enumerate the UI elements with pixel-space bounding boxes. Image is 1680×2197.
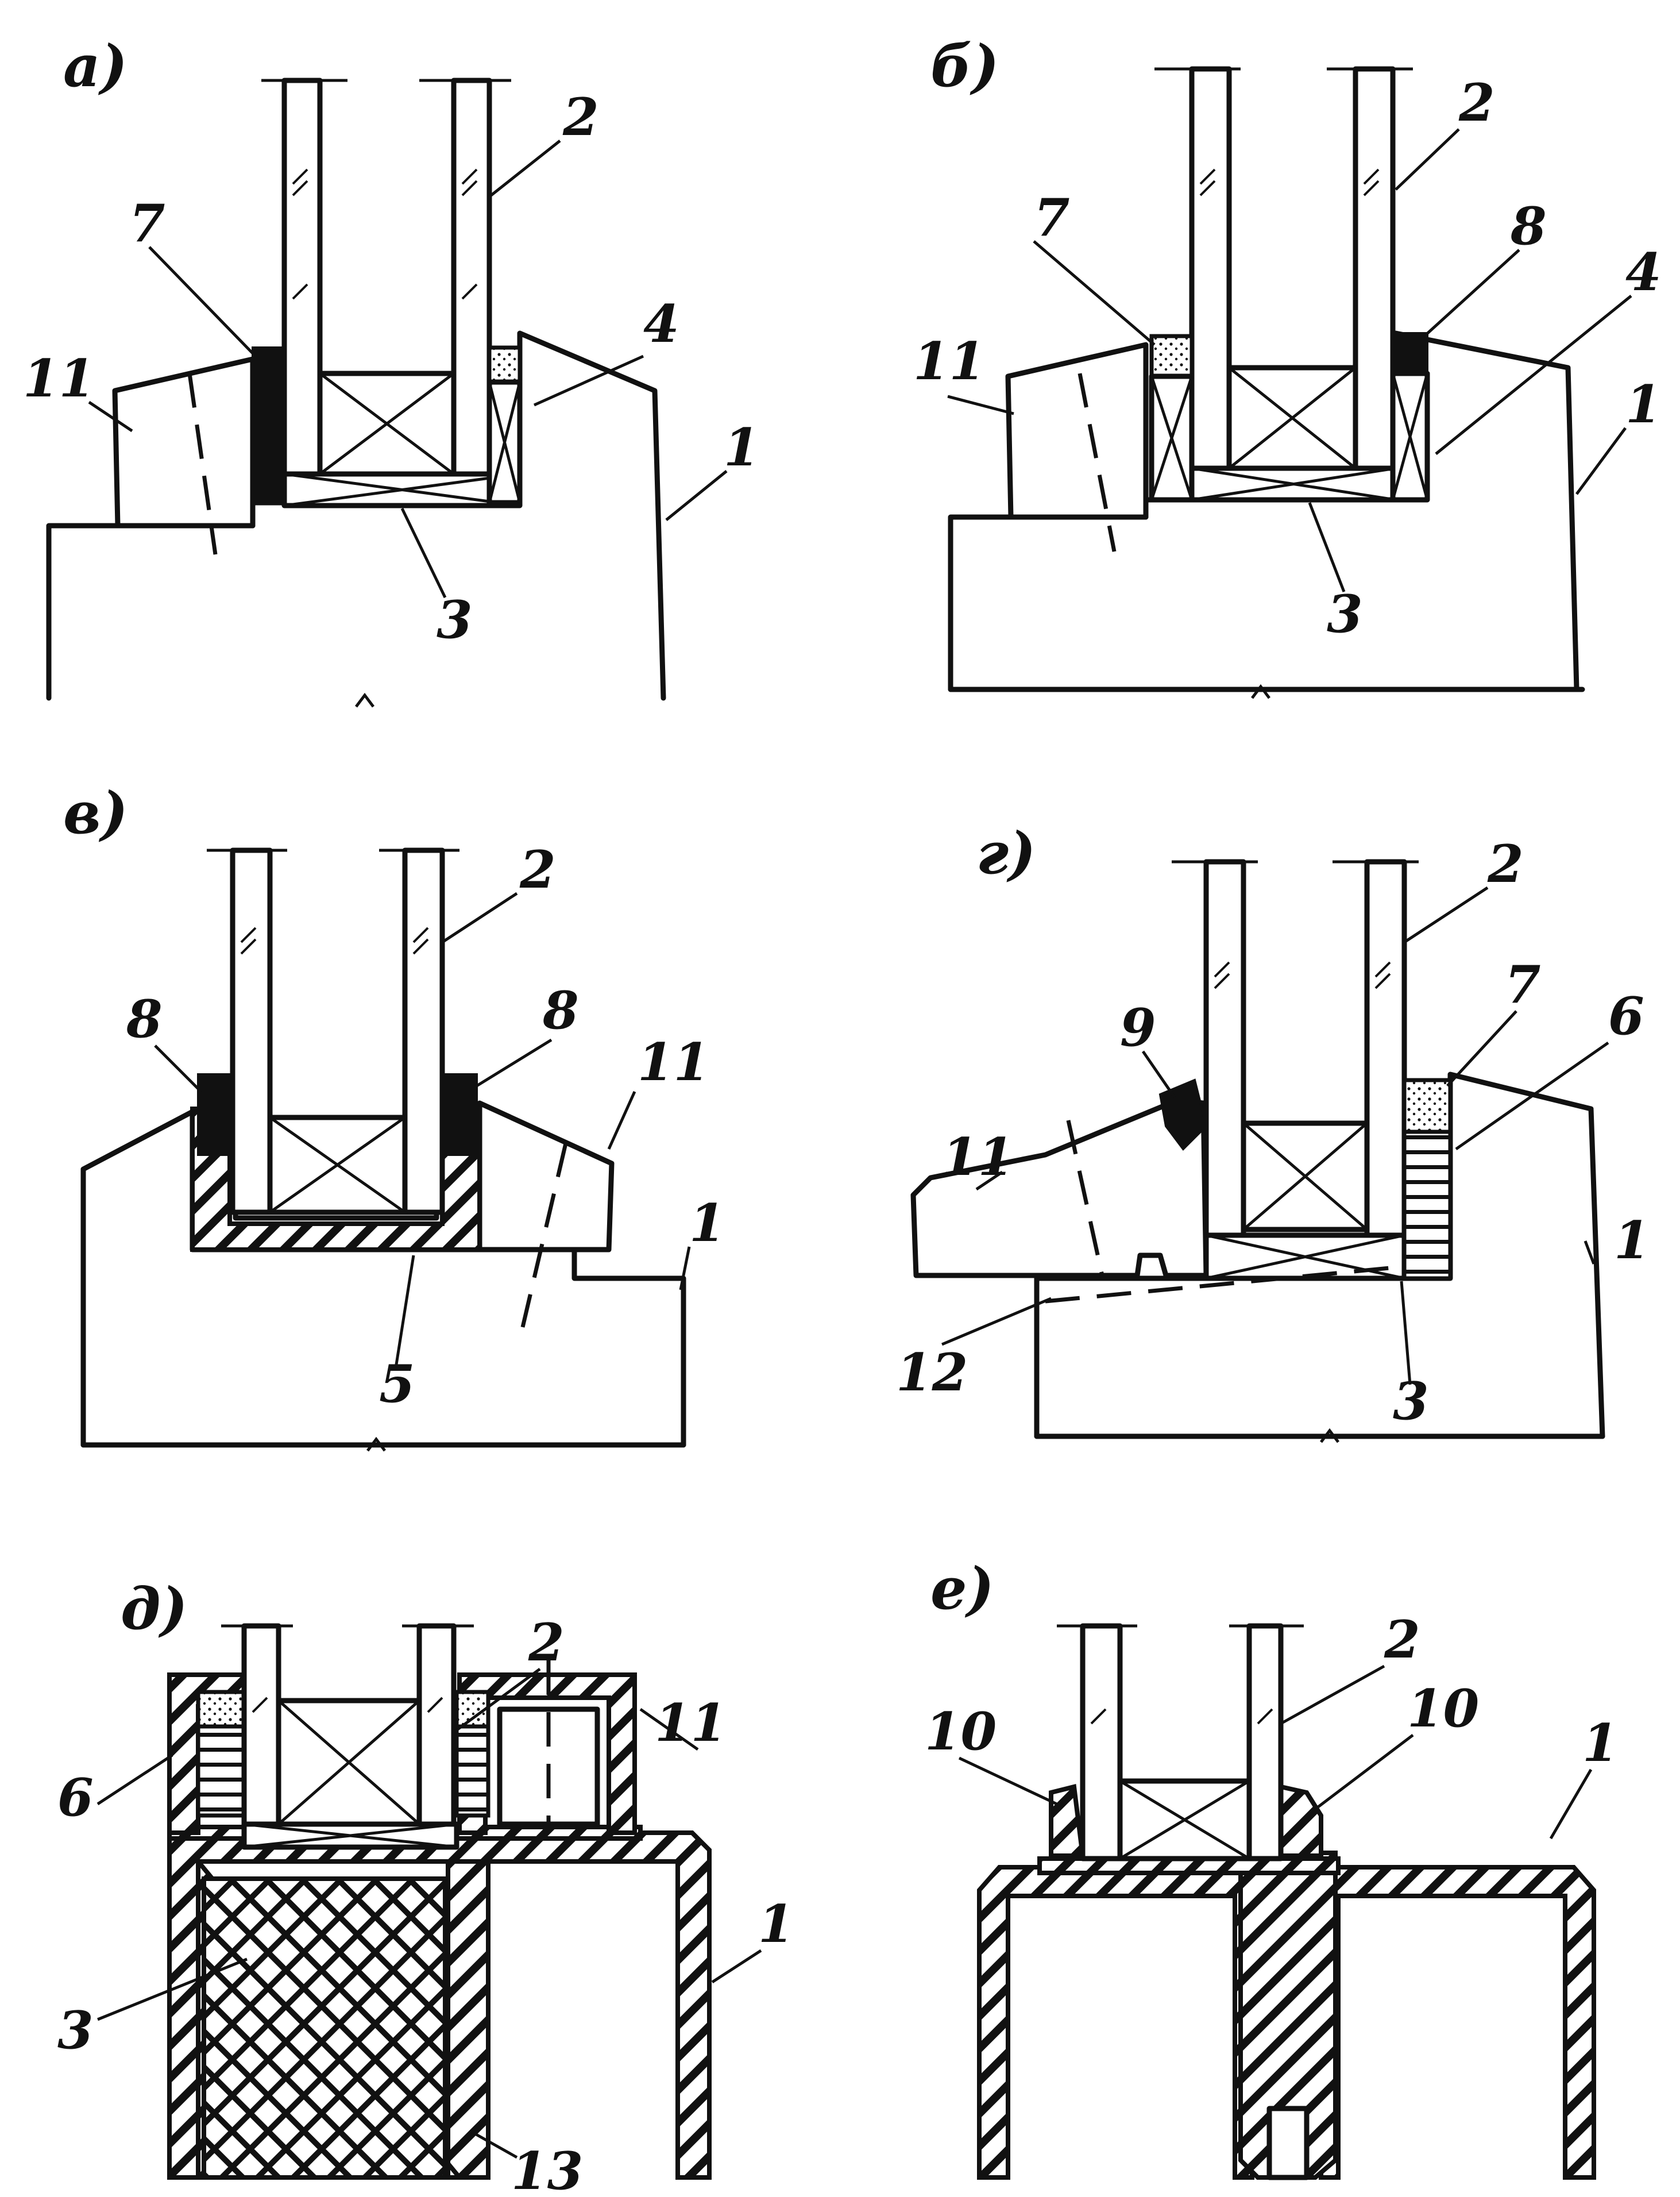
- callout-13: 13: [511, 2141, 583, 2197]
- sealant-8: [1392, 332, 1428, 375]
- panel-d-letter: д): [121, 1575, 188, 1643]
- ribbed-gasket-6: [1402, 1130, 1453, 1281]
- gasket-10-left: [1049, 1784, 1086, 1858]
- callout-8-left: 8: [126, 989, 163, 1050]
- panel-a-letter: а): [63, 32, 128, 100]
- insulation-core-13: [202, 1876, 447, 2180]
- panel-g-letter: г): [976, 819, 1036, 887]
- callout-8: 8: [1510, 196, 1547, 257]
- ribbed-gasket-6: [196, 1724, 246, 1818]
- sealant-8-right: [438, 1073, 478, 1156]
- panel-v-letter: в): [63, 779, 128, 847]
- glass-pane-outer: [416, 1623, 457, 1827]
- panel-e-letter: е): [930, 1555, 994, 1622]
- callout-3: 3: [1393, 1371, 1429, 1432]
- glazing-bead: [112, 356, 256, 529]
- callout-1: 1: [689, 1193, 725, 1254]
- frame-profile-1: [977, 1865, 1596, 2180]
- glass-pane-inner: [1080, 1623, 1123, 1861]
- glass-pane-inner: [230, 847, 273, 1215]
- sealant-7: [1402, 1078, 1453, 1134]
- callout-2: 2: [519, 839, 556, 900]
- panel-e: е) 10 10 1 2: [925, 1555, 1619, 2180]
- callout-7: 7: [1505, 954, 1541, 1015]
- glass-pane-outer: [1246, 1623, 1284, 1861]
- callout-2: 2: [528, 1612, 565, 1673]
- callout-8-right: 8: [542, 980, 579, 1041]
- callout-4: 4: [1625, 242, 1662, 303]
- callout-2: 2: [1384, 1609, 1420, 1670]
- glass-pane-outer: [402, 847, 445, 1215]
- callout-2: 2: [1458, 72, 1495, 133]
- sealant-7: [1149, 334, 1194, 379]
- gasket-10-right: [1279, 1784, 1323, 1858]
- glazing-bead: [1005, 342, 1149, 520]
- glass-pane-inner: [241, 1623, 281, 1827]
- central-gasket: [1238, 1851, 1338, 2180]
- callout-6: 6: [1608, 986, 1644, 1047]
- callout-5: 5: [379, 1354, 415, 1414]
- callout-1: 1: [724, 417, 760, 478]
- panel-a: а) 7 11 3 4 1 2: [23, 32, 760, 708]
- glazing-bead: [477, 1100, 615, 1252]
- callout-3: 3: [57, 2000, 94, 2061]
- glass-pane-inner: [1203, 859, 1246, 1238]
- sealant-dotted: [487, 345, 522, 384]
- ribbed-gasket-right: [454, 1724, 491, 1818]
- callout-12: 12: [896, 1342, 968, 1403]
- callout-7: 7: [129, 193, 165, 254]
- callout-9: 9: [1120, 997, 1156, 1058]
- gasket-slot: [1266, 2106, 1310, 2180]
- sealant-7: [252, 346, 285, 504]
- sealant-8-left: [197, 1073, 234, 1156]
- callout-10-right: 10: [1407, 1678, 1479, 1739]
- callout-1: 1: [1582, 1713, 1619, 1774]
- panel-v: в) 8 8 11 5 1 2: [63, 779, 725, 1452]
- callout-11: 11: [913, 331, 985, 392]
- callout-11: 11: [638, 1032, 709, 1093]
- callout-2: 2: [1487, 834, 1524, 895]
- glass-pane-inner: [1189, 66, 1232, 485]
- callout-11: 11: [942, 1127, 1014, 1188]
- glass-pane-inner: [281, 78, 323, 497]
- panel-b: б) 7 11 3 8 4 1 2: [913, 32, 1662, 699]
- callout-1: 1: [758, 1894, 794, 1955]
- panel-g: г) 9 7 6 11 12 3 1 2: [896, 819, 1650, 1443]
- callout-11: 11: [655, 1693, 727, 1753]
- callout-2: 2: [562, 87, 599, 148]
- callout-11: 11: [23, 348, 95, 409]
- panel-d: д) 6 3 13 11 1 2: [57, 1575, 794, 2197]
- callout-1: 1: [1614, 1210, 1650, 1271]
- callout-6: 6: [57, 1767, 94, 1828]
- glass-pane-outer: [451, 78, 492, 497]
- callout-4: 4: [643, 294, 679, 354]
- sealant-left: [196, 1690, 246, 1729]
- glass-pane-outer: [1353, 66, 1396, 485]
- callout-7: 7: [1034, 187, 1070, 248]
- glass-pane-outer: [1364, 859, 1407, 1238]
- callout-10-left: 10: [925, 1701, 997, 1762]
- callout-3: 3: [1327, 584, 1363, 645]
- panel-b-letter: б): [930, 32, 999, 100]
- callout-1: 1: [1625, 374, 1662, 435]
- callout-3: 3: [437, 589, 473, 650]
- clip-9: [1158, 1078, 1208, 1151]
